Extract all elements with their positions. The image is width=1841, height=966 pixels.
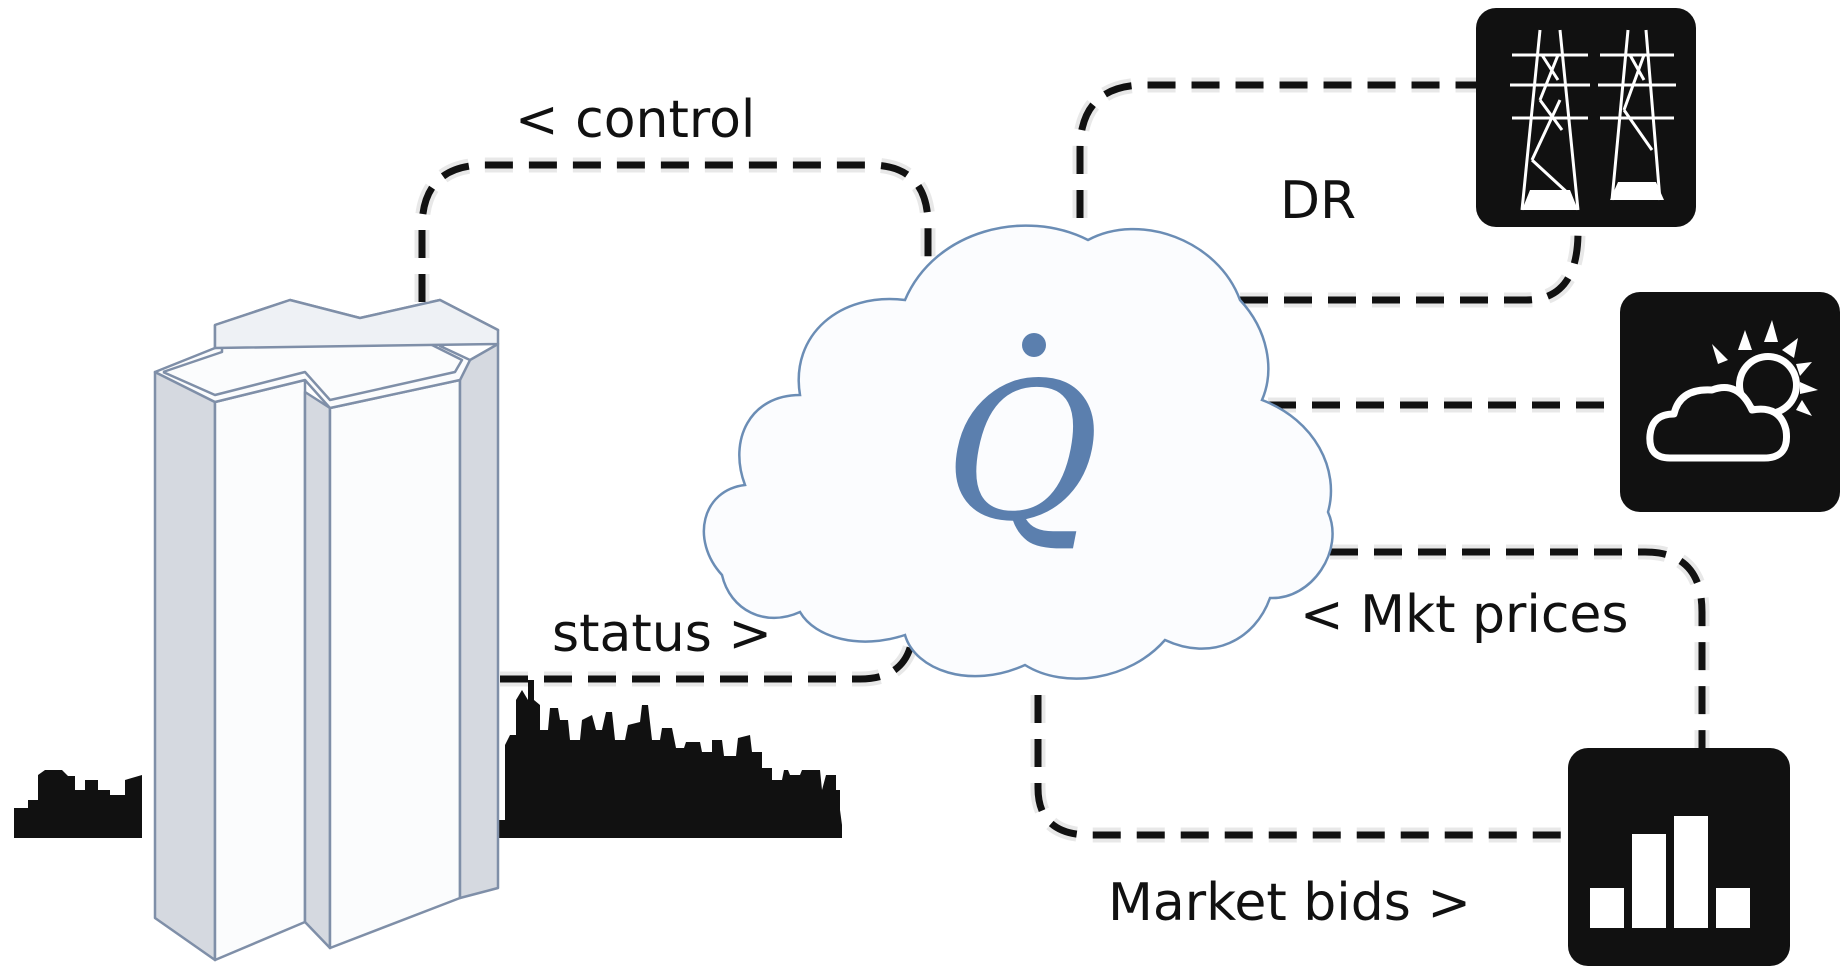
partly-cloudy-sun-icon — [1620, 292, 1840, 512]
dr-label: DR — [1280, 171, 1356, 231]
building — [153, 298, 500, 962]
logo-letter: Q — [944, 342, 1100, 563]
mkt-prices-label: < Mkt prices — [1300, 585, 1629, 645]
dr-connector-top — [1076, 81, 1476, 218]
q-dot — [1022, 333, 1046, 357]
market-bids-label: Market bids > — [1108, 873, 1471, 933]
q-dot-logo: Q — [944, 333, 1100, 563]
market-bids-connector — [1034, 695, 1568, 839]
city-skyline — [14, 680, 842, 838]
status-label: status > — [552, 604, 772, 664]
mkt-prices-connector — [1330, 548, 1706, 748]
power-transmission-tower-icon — [1476, 8, 1696, 227]
control-connector — [418, 161, 932, 302]
bar-chart-icon — [1568, 748, 1790, 966]
control-label: < control — [515, 90, 755, 150]
dr-connector-bottom — [1240, 231, 1582, 304]
cloud — [702, 224, 1334, 680]
